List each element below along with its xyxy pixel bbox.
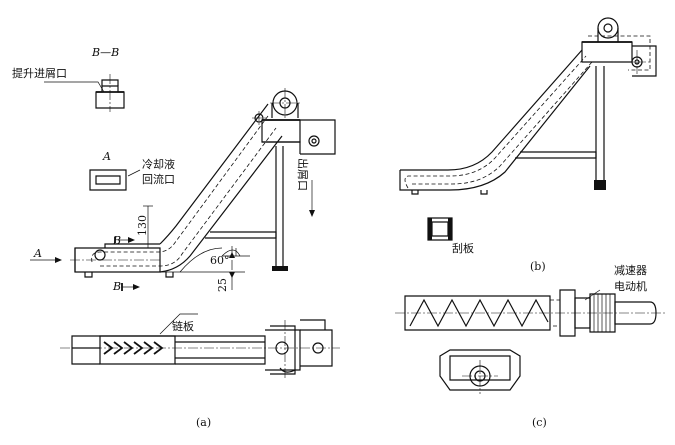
dimensions: [30, 180, 315, 291]
chip-inlet-label: 提升进屑口: [12, 67, 67, 80]
view-a-plan: [60, 319, 340, 378]
section-bb-label: B—B: [91, 46, 119, 59]
view-b-conveyor: [399, 17, 657, 241]
scraper-label: 刮板: [452, 241, 474, 255]
view-a-main-conveyor: [70, 88, 336, 278]
angle-60-label: 60°: [210, 254, 230, 267]
view-a-detail: [89, 169, 127, 191]
caption-b: (b): [530, 260, 546, 273]
dim-130-label: 130: [136, 215, 149, 236]
caption-c: (c): [532, 416, 547, 429]
reducer-label: 减速器: [614, 264, 647, 277]
arrow-b-bottom-label: B: [112, 280, 121, 293]
section-bb-detail: [95, 74, 125, 112]
arrow-a-label: A: [33, 247, 42, 260]
view-c-drive: [395, 289, 665, 394]
motor-label: 电动机: [614, 279, 647, 293]
dim-25-label: 25: [216, 278, 229, 292]
coolant-return-label-2: 回流口: [142, 172, 175, 186]
caption-a: (a): [196, 416, 211, 429]
chip-outlet-label: 出屑口: [296, 158, 310, 191]
arrow-b-top-label: B: [112, 234, 121, 247]
coolant-return-label-1: 冷却液: [142, 157, 175, 171]
chain-plate-label: 链板: [172, 319, 194, 333]
view-a-label: A: [102, 150, 111, 163]
text-labels: B—B 提升进屑口 A 冷却液 回流口 出屑口 A B B 130 25 60°…: [12, 46, 647, 429]
